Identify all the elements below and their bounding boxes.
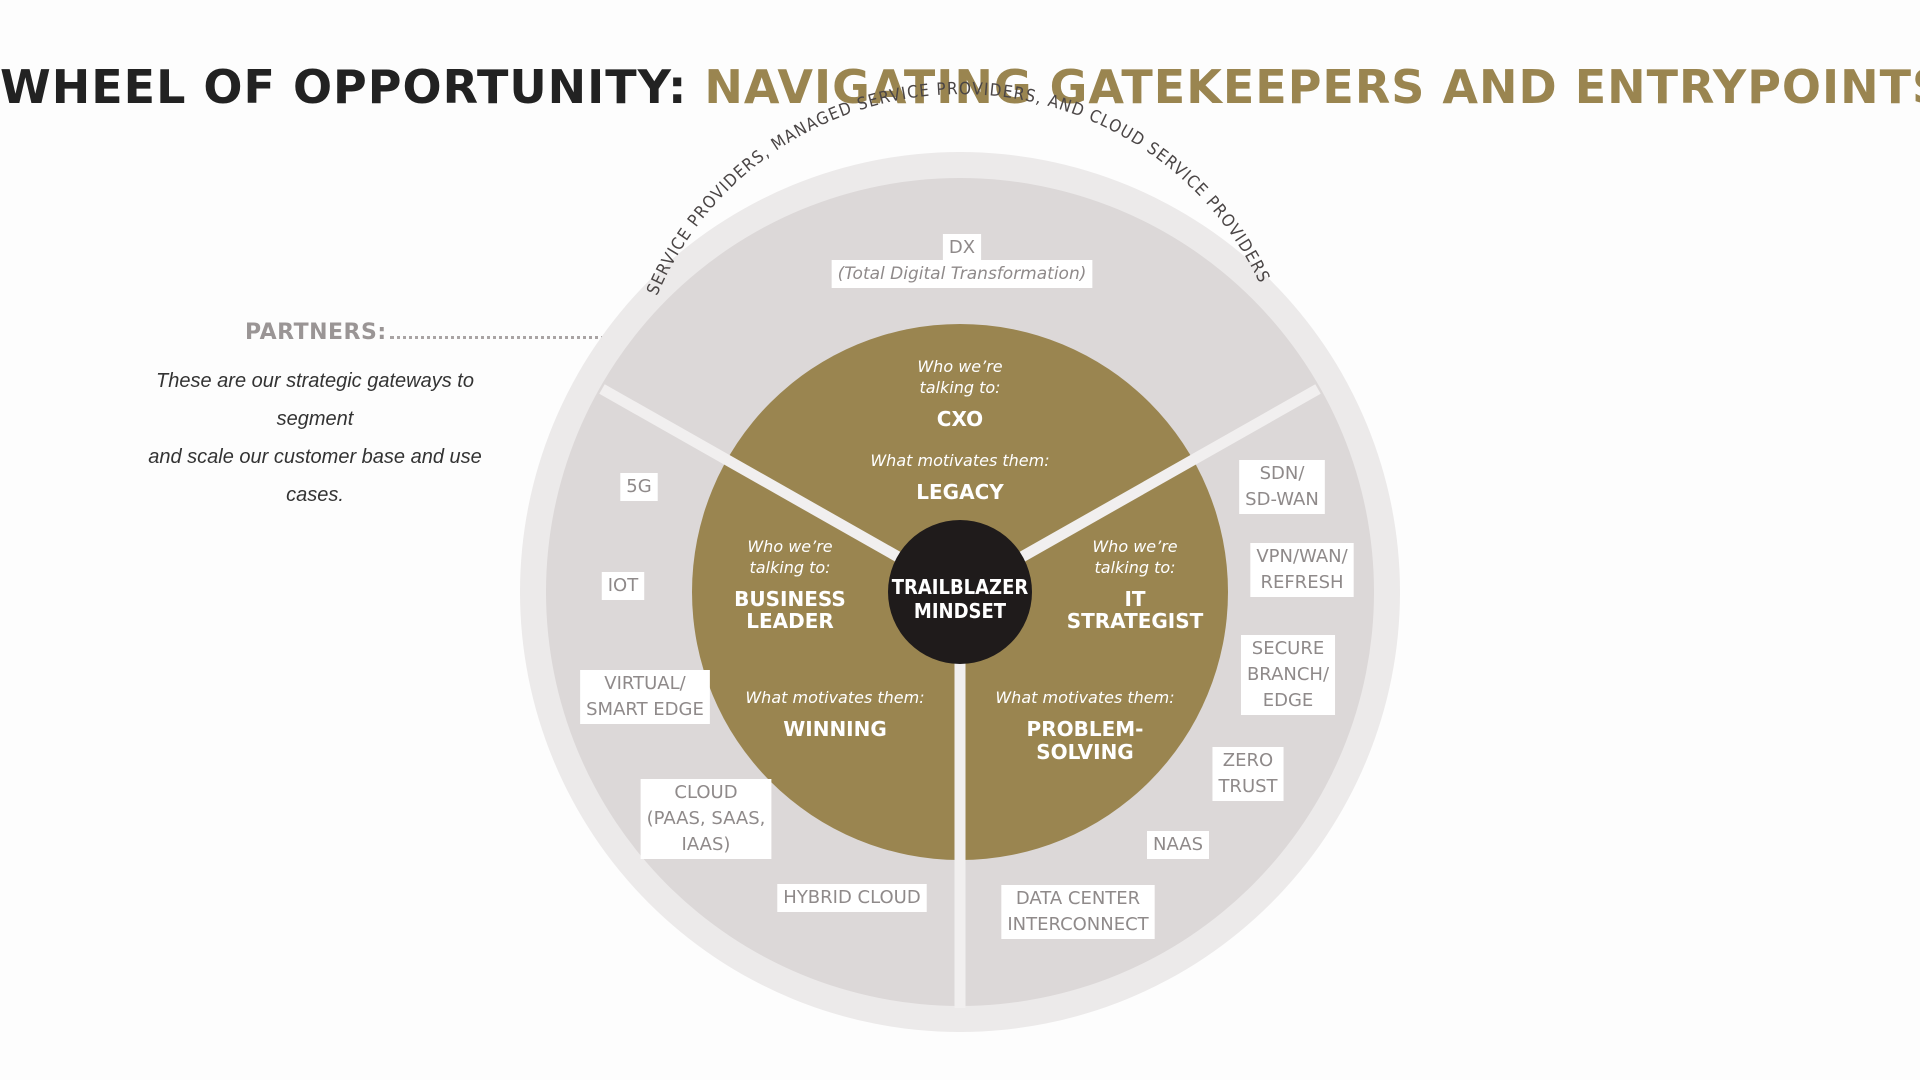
entrypoint-box [1240, 635, 1336, 715]
entrypoint-box [777, 884, 927, 912]
entrypoint-dx: DX [942, 234, 982, 262]
entrypoint-sdn-sd-wan: SDN/SD-WAN [1239, 460, 1325, 514]
entrypoint-label: NAAS [1153, 834, 1203, 855]
entrypoint-label: SECURE [1252, 638, 1324, 659]
who-label-line2: talking to: [919, 378, 1000, 397]
entrypoint-label: VIRTUAL/ [604, 673, 686, 694]
center-line1: TRAILBLAZER [892, 575, 1029, 599]
partners-description-line1: These are our strategic gateways to segm… [156, 370, 474, 430]
partners-leader-line [390, 336, 612, 339]
motivation-value: PROBLEM- [1027, 717, 1144, 741]
title-part2: NAVIGATING GATEKEEPERS AND ENTRYPOINTS [704, 60, 1920, 114]
entrypoint-dx-subtitle: (Total Digital Transformation) [831, 260, 1093, 288]
entrypoint-label: SD-WAN [1245, 489, 1319, 510]
entrypoint-box [1239, 460, 1325, 514]
center-line2: MINDSET [914, 599, 1007, 623]
who-label-line1: Who we’re [1092, 537, 1177, 556]
partners-description: These are our strategic gateways to segm… [140, 362, 490, 514]
entrypoint-label: SDN/ [1260, 463, 1306, 484]
entrypoint-label: DATA CENTER [1016, 888, 1140, 909]
entrypoint-label: VPN/WAN/ [1256, 546, 1348, 567]
motivation-label: What motivates them: [995, 688, 1174, 707]
who-value: IT [1124, 587, 1145, 611]
entrypoint-box [1250, 543, 1354, 597]
page-title: WHEEL OF OPPORTUNITY: NAVIGATING GATEKEE… [0, 60, 1920, 114]
entrypoint-cloud: CLOUD (PAAS, SAAS, IAAS) [640, 779, 772, 859]
entrypoint-vpn-wan-refresh: VPN/WAN/REFRESH [1250, 543, 1354, 597]
who-label-line2: talking to: [1094, 558, 1175, 577]
entrypoint-label: ZERO [1223, 750, 1273, 771]
who-value: LEADER [746, 609, 834, 633]
entrypoint-box [831, 260, 1093, 288]
entrypoint-5g: 5G [620, 473, 658, 501]
who-value: CXO [937, 407, 983, 431]
entrypoint-zero-trust: ZERO TRUST [1212, 747, 1284, 801]
motivation-label: What motivates them: [870, 451, 1049, 470]
entrypoint-box [620, 473, 658, 501]
entrypoint-labels: DX (Total Digital Transformation) 5G IOT VIR… [580, 234, 1354, 939]
entrypoint-box [1001, 885, 1155, 939]
center-hub [888, 520, 1032, 664]
entrypoint-label: EDGE [1263, 690, 1314, 711]
entrypoint-label: 5G [626, 476, 651, 497]
who-label-line1: Who we’re [747, 537, 832, 556]
entrypoint-label: BRANCH/ [1247, 664, 1330, 685]
entrypoint-secure-branch-edge: SECURE BRANCH/EDGE [1240, 635, 1336, 715]
entrypoint-box [1212, 747, 1284, 801]
who-label-line1: Who we’re [917, 357, 1002, 376]
entrypoint-data-center-interconnect: DATA CENTER INTERCONNECT [1001, 885, 1155, 939]
entrypoint-label: INTERCONNECT [1007, 914, 1149, 935]
title-part1: WHEEL OF OPPORTUNITY: [0, 60, 688, 114]
entrypoint-box [1146, 831, 1210, 859]
entrypoint-label: IAAS) [682, 834, 731, 855]
motivation-value: LEGACY [916, 480, 1004, 504]
who-value: BUSINESS [734, 587, 846, 611]
entrypoint-box [942, 234, 982, 262]
entrypoint-label: DX [949, 237, 975, 258]
entrypoint-box [580, 670, 710, 724]
entrypoint-naas: NAAS [1146, 831, 1210, 859]
segment-top: Who we’re talking to: CXO What motivates th… [870, 357, 1049, 504]
partners-description-line2: and scale our customer base and use case… [148, 446, 482, 506]
motivation-label: What motivates them: [745, 688, 924, 707]
entrypoint-label: CLOUD [674, 782, 737, 803]
who-value: STRATEGIST [1067, 609, 1204, 633]
entrypoint-hybrid-cloud: HYBRID CLOUD [777, 884, 927, 912]
motivation-value: WINNING [783, 717, 887, 741]
entrypoint-label: HYBRID CLOUD [783, 887, 920, 908]
entrypoint-label: (Total Digital Transformation) [838, 264, 1087, 284]
entrypoint-box [601, 572, 645, 600]
partners-heading: PARTNERS: [245, 320, 387, 345]
entrypoint-label: REFRESH [1260, 572, 1343, 593]
entrypoint-label: IOT [608, 575, 639, 596]
motivation-value: SOLVING [1036, 740, 1133, 764]
segment-labels: Who we’re talking to: CXO What motivates th… [734, 357, 1203, 764]
entrypoint-label: TRUST [1217, 776, 1278, 797]
entrypoint-box [640, 779, 772, 859]
entrypoint-virtual-smart-edge: VIRTUAL/SMART EDGE [580, 670, 710, 724]
entrypoint-iot: IOT [601, 572, 645, 600]
entrypoint-label: (PAAS, SAAS, [647, 808, 766, 829]
entrypoint-label: SMART EDGE [586, 699, 704, 720]
who-label-line2: talking to: [749, 558, 830, 577]
